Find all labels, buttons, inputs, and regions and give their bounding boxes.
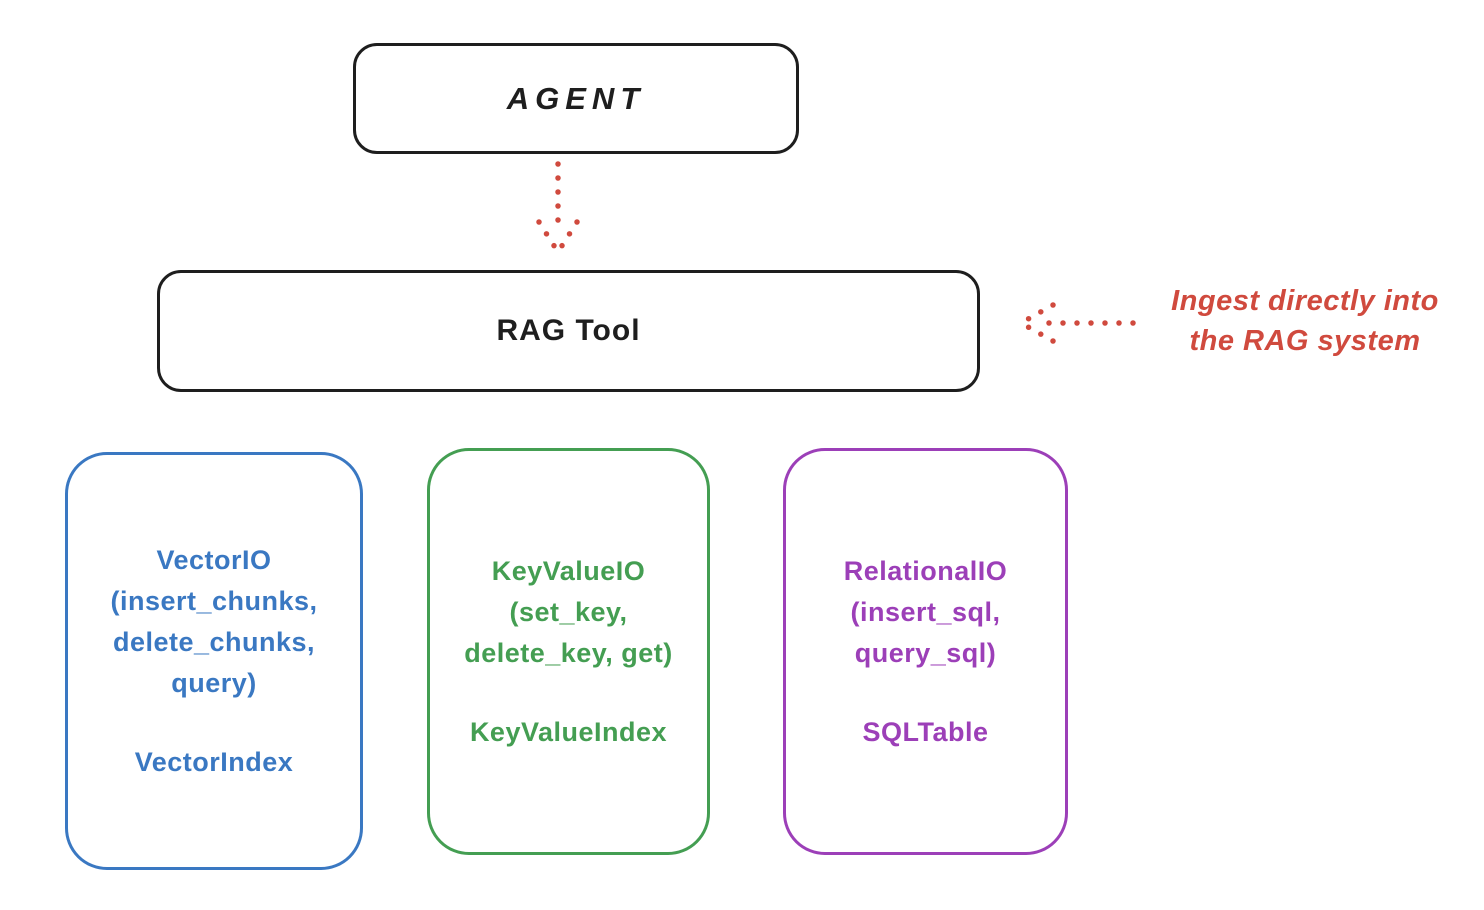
ingest-annotation-line1: Ingest directly into bbox=[1171, 285, 1439, 317]
method-line: query) bbox=[171, 667, 257, 698]
keyvalue-index-label: KeyValueIndex bbox=[469, 716, 668, 747]
method-line: (insert_sql, bbox=[850, 596, 1001, 627]
dotted-arrow-down-icon bbox=[536, 161, 580, 255]
rag-tool-label: RAG Tool bbox=[496, 314, 641, 347]
method-line: RelationalIO bbox=[843, 555, 1008, 586]
agent-label: AGENT bbox=[506, 80, 646, 116]
method-line: delete_chunks, bbox=[112, 626, 316, 657]
ingest-annotation-line2: the RAG system bbox=[1189, 325, 1421, 357]
ingest-annotation: Ingest directly into the RAG system bbox=[1135, 281, 1475, 361]
agent-box: AGENT bbox=[353, 43, 799, 154]
vector-index-label: VectorIndex bbox=[134, 746, 294, 777]
sql-table-label: SQLTable bbox=[862, 716, 989, 747]
dotted-arrow-left-icon bbox=[1018, 302, 1136, 344]
method-line: query_sql) bbox=[854, 637, 997, 668]
vector-io-methods: VectorIO (insert_chunks, delete_chunks, … bbox=[110, 540, 317, 704]
rag-tool-box: RAG Tool bbox=[157, 270, 980, 392]
method-line: (insert_chunks, bbox=[110, 585, 318, 616]
relational-io-methods: RelationalIO (insert_sql, query_sql) bbox=[844, 551, 1008, 674]
vector-io-box: VectorIO (insert_chunks, delete_chunks, … bbox=[65, 452, 363, 870]
relational-io-box: RelationalIO (insert_sql, query_sql) SQL… bbox=[783, 448, 1068, 855]
keyvalue-io-methods: KeyValueIO (set_key, delete_key, get) bbox=[464, 551, 673, 674]
method-line: (set_key, bbox=[509, 596, 628, 627]
method-line: KeyValueIO bbox=[491, 555, 646, 586]
method-line: delete_key, get) bbox=[464, 637, 673, 668]
method-line: VectorIO bbox=[156, 544, 272, 575]
keyvalue-io-box: KeyValueIO (set_key, delete_key, get) Ke… bbox=[427, 448, 710, 855]
